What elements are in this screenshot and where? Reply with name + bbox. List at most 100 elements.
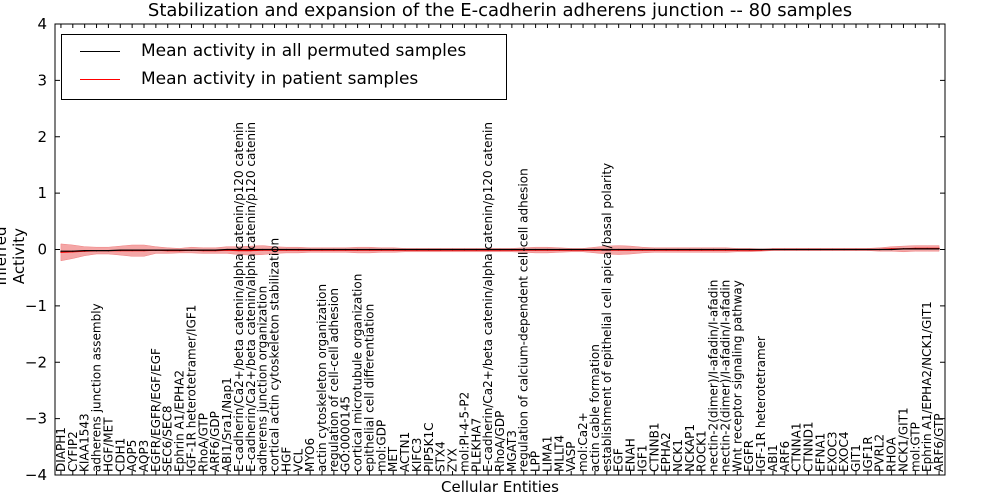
permuted-point xyxy=(107,250,109,252)
permuted-point xyxy=(914,248,916,250)
permuted-point xyxy=(665,248,667,251)
x-category-label: DIAPH1 xyxy=(54,427,68,472)
y-axis-label: Inferred Activity xyxy=(0,226,28,286)
x-category-label: regulation of calcium-dependent cell-cel… xyxy=(517,168,531,472)
permuted-point xyxy=(713,248,715,251)
permuted-point xyxy=(179,249,181,251)
legend-swatch-permuted xyxy=(80,51,120,52)
y-tick-label: 2 xyxy=(37,128,47,146)
permuted-point xyxy=(736,248,738,251)
permuted-point xyxy=(902,248,905,250)
x-category-label: adherens junction organization xyxy=(256,286,270,472)
x-category-label: establishment of epithelial cell apical/… xyxy=(600,163,614,472)
permuted-point xyxy=(701,248,703,251)
permuted-point xyxy=(891,248,893,251)
y-tick-label: 1 xyxy=(37,184,47,202)
x-category-label: Ephrin A1/EPHA2/NCK1/GIT1 xyxy=(920,301,934,472)
patient-confidence-band xyxy=(60,243,940,262)
permuted-point xyxy=(380,248,382,251)
x-category-label: Ephrin A1/EPHA2 xyxy=(173,370,187,472)
y-tick-label: 3 xyxy=(37,71,47,89)
x-category-label: E-cadherin/Ca2+/beta catenin/alpha caten… xyxy=(244,122,258,472)
x-category-label: ENAH xyxy=(624,438,638,472)
y-tick-label: −2 xyxy=(25,353,47,371)
x-category-label: GO:0000145 xyxy=(339,396,353,472)
permuted-point xyxy=(285,248,287,251)
x-category-label: CTNNA1 xyxy=(790,423,804,473)
x-category-label: NCK1/GIT1 xyxy=(897,407,911,472)
permuted-point xyxy=(606,248,608,251)
permuted-point xyxy=(273,248,276,251)
permuted-point xyxy=(131,249,133,251)
permuted-point xyxy=(784,248,786,251)
x-category-label: EGFR/EGFR/EGF/EGF xyxy=(149,348,163,472)
y-tick-label: 4 xyxy=(37,15,47,33)
x-category-label: PIP5K1C xyxy=(422,422,436,472)
permuted-point xyxy=(475,248,477,251)
permuted-point xyxy=(724,248,727,251)
permuted-point xyxy=(226,248,228,251)
x-axis-label: Cellular Entities xyxy=(441,478,559,496)
permuted-point xyxy=(677,248,679,251)
permuted-point xyxy=(499,248,501,251)
x-category-label: EXOC4 xyxy=(837,431,851,472)
permuted-point xyxy=(155,249,157,251)
permuted-point xyxy=(772,248,774,251)
x-category-label: cortical microtubule organization xyxy=(351,274,365,472)
x-category-label: ROCK1 xyxy=(695,430,709,472)
permuted-point xyxy=(84,250,86,252)
permuted-point xyxy=(570,248,572,251)
permuted-point xyxy=(428,248,430,251)
x-category-label: CDH1 xyxy=(113,438,127,472)
permuted-point xyxy=(72,250,74,252)
x-category-label: ZYX xyxy=(446,448,460,472)
x-category-label: LIMA1 xyxy=(541,436,555,472)
permuted-point xyxy=(321,248,323,251)
x-category-label: Wnt receptor signaling pathway xyxy=(730,280,744,472)
permuted-point xyxy=(523,248,525,251)
x-category-label: RhoA/GTP xyxy=(196,413,210,472)
legend-item-patient: Mean activity in patient samples xyxy=(62,67,506,93)
y-tick-label: −4 xyxy=(25,466,47,484)
permuted-point xyxy=(926,248,928,250)
x-category-label: EGFR xyxy=(742,440,756,472)
x-category-label: nectin-2(dimer)/I-afadin/I-afadin xyxy=(719,280,733,472)
permuted-point xyxy=(831,248,833,251)
x-category-label: HGF/MET xyxy=(101,417,115,472)
x-category-label: MLLT4 xyxy=(552,435,566,472)
confidence-band-layer xyxy=(60,243,940,262)
x-category-label: EXOC3 xyxy=(825,432,839,473)
permuted-point xyxy=(404,248,406,251)
x-category-label: mol:GDP xyxy=(374,420,388,472)
permuted-point xyxy=(689,248,691,251)
permuted-point xyxy=(807,248,810,251)
permuted-point xyxy=(357,248,359,251)
x-category-label: epithelial cell differentiation xyxy=(363,304,377,472)
x-category-label: regulation of cell-cell adhesion xyxy=(327,288,341,472)
x-category-label: VCL xyxy=(291,448,305,472)
x-category-label: EGF xyxy=(612,448,626,472)
permuted-point xyxy=(629,248,632,251)
x-category-label: adherens junction assembly xyxy=(90,303,104,472)
permuted-point xyxy=(938,248,940,250)
x-category-label: NCK1 xyxy=(671,439,685,472)
x-category-label: E-cadherin/Ca2+/beta catenin/alpha caten… xyxy=(232,122,246,472)
x-category-label: RhoA/GDP xyxy=(493,411,507,472)
x-category-label: IGF1 xyxy=(635,445,649,472)
permuted-point xyxy=(487,248,489,251)
permuted-point xyxy=(190,249,193,251)
x-category-label: NCKAP1 xyxy=(683,424,697,472)
x-category-label: IGF-1R heterotetramer/IGF1 xyxy=(185,305,199,472)
x-category-label: EFNA1 xyxy=(813,433,827,472)
permuted-point xyxy=(250,248,252,251)
permuted-point xyxy=(309,248,311,251)
permuted-point xyxy=(546,248,549,251)
x-category-label: AQP3 xyxy=(137,440,151,472)
x-category-label: MYO6 xyxy=(303,438,317,472)
x-category-label: cortical actin cytoskeleton stabilizatio… xyxy=(268,238,282,472)
x-category-label: mol:GTP xyxy=(908,422,922,472)
permuted-point xyxy=(855,248,857,251)
